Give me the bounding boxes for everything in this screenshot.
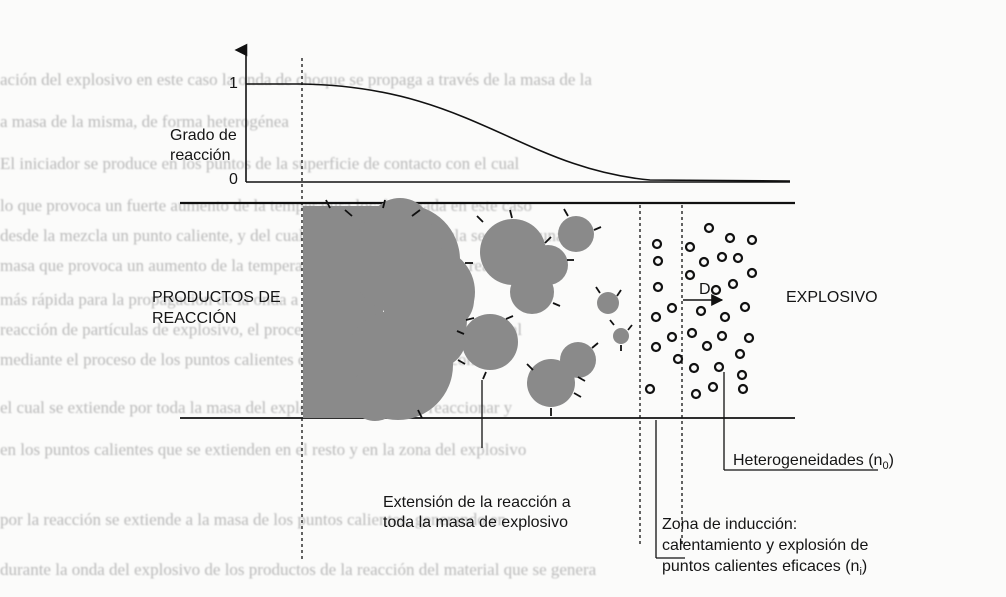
hot-spot <box>719 311 731 323</box>
heterogeneities-text: Heterogeneidades (n <box>733 452 883 469</box>
background-text-line: ación del explosivo en este caso la onda… <box>0 70 592 89</box>
hot-spot <box>707 381 719 393</box>
induction-text: puntos calientes eficaces (n <box>662 558 860 575</box>
hot-spot <box>666 302 678 314</box>
hot-spot <box>684 241 696 253</box>
hot-spot <box>688 362 700 374</box>
hot-spot <box>650 341 662 353</box>
hot-spot <box>739 301 751 313</box>
hot-spot <box>746 234 758 246</box>
detonation-velocity-label: D <box>699 281 711 298</box>
products-label-line2: REACCIÓN <box>152 310 237 327</box>
hot-spot <box>701 340 713 352</box>
reacting-grain <box>597 292 619 314</box>
extension-label-line1: Extensión de la reacción a <box>383 494 571 511</box>
reacting-grain <box>527 359 575 407</box>
heterogeneities <box>644 222 758 400</box>
products-label-line1: PRODUCTOS DE <box>152 289 281 306</box>
hot-spot <box>650 311 662 323</box>
reaction-degree-curve <box>246 83 791 182</box>
extension-label-line2: toda la masa de explosivo <box>383 514 568 531</box>
hot-spot <box>716 330 728 342</box>
y-axis-title-line1: Grado de <box>170 127 237 144</box>
hot-spot <box>710 284 722 296</box>
hot-spot <box>666 331 678 343</box>
y-axis-title-line2: reacción <box>170 147 231 164</box>
hot-spot <box>651 238 663 250</box>
hot-spot <box>716 251 728 263</box>
heterogeneities-subscript: 0 <box>882 460 889 473</box>
heterogeneities-label: Heterogeneidades (n0) <box>733 452 894 473</box>
hot-spot <box>652 281 664 293</box>
background-text-line: a masa de la misma, de forma heterogénea <box>0 112 289 131</box>
background-text-line: El iniciador se produce en los puntos de… <box>0 154 520 173</box>
y-tick-0: 0 <box>229 171 238 188</box>
reacting-grains <box>462 216 629 407</box>
reaction-products-mass <box>303 198 475 421</box>
induction-label-line3: puntos calientes eficaces (ni) <box>662 558 868 579</box>
hot-spot <box>698 256 710 268</box>
reacting-grain <box>462 314 518 370</box>
hot-spot <box>686 327 698 339</box>
background-text-line: por la reacción se extiende a la masa de… <box>0 510 507 529</box>
background-text-line: durante la onda del explosivo de los pro… <box>0 560 597 579</box>
reacting-grain <box>613 328 629 344</box>
hot-spot <box>736 369 748 381</box>
y-tick-1: 1 <box>229 75 238 92</box>
hot-spot <box>690 388 702 400</box>
induction-label-line2: calentamiento y explosión de <box>662 537 869 554</box>
hot-spot <box>737 383 749 395</box>
reacting-grain <box>560 342 596 378</box>
hot-spot <box>724 232 736 244</box>
hot-spot <box>743 332 755 344</box>
reaction-spikes <box>325 199 633 419</box>
explosive-label: EXPLOSIVO <box>786 289 878 306</box>
hot-spot <box>746 267 758 279</box>
hot-spot <box>734 348 746 360</box>
hot-spot <box>695 305 707 317</box>
induction-subscript: i <box>859 566 862 579</box>
hot-spot <box>644 383 656 395</box>
hot-spot <box>727 278 739 290</box>
hot-spot <box>713 361 725 373</box>
hot-spot <box>732 252 744 264</box>
hot-spot <box>684 269 696 281</box>
hot-spot <box>672 353 684 365</box>
background-text-line: en los puntos calientes que se extienden… <box>0 440 527 459</box>
hot-spot <box>652 255 664 267</box>
reacting-grain <box>510 270 554 314</box>
induction-label-line1: Zona de inducción: <box>662 516 798 533</box>
reacting-grain <box>558 216 594 252</box>
hot-spot <box>703 222 715 234</box>
